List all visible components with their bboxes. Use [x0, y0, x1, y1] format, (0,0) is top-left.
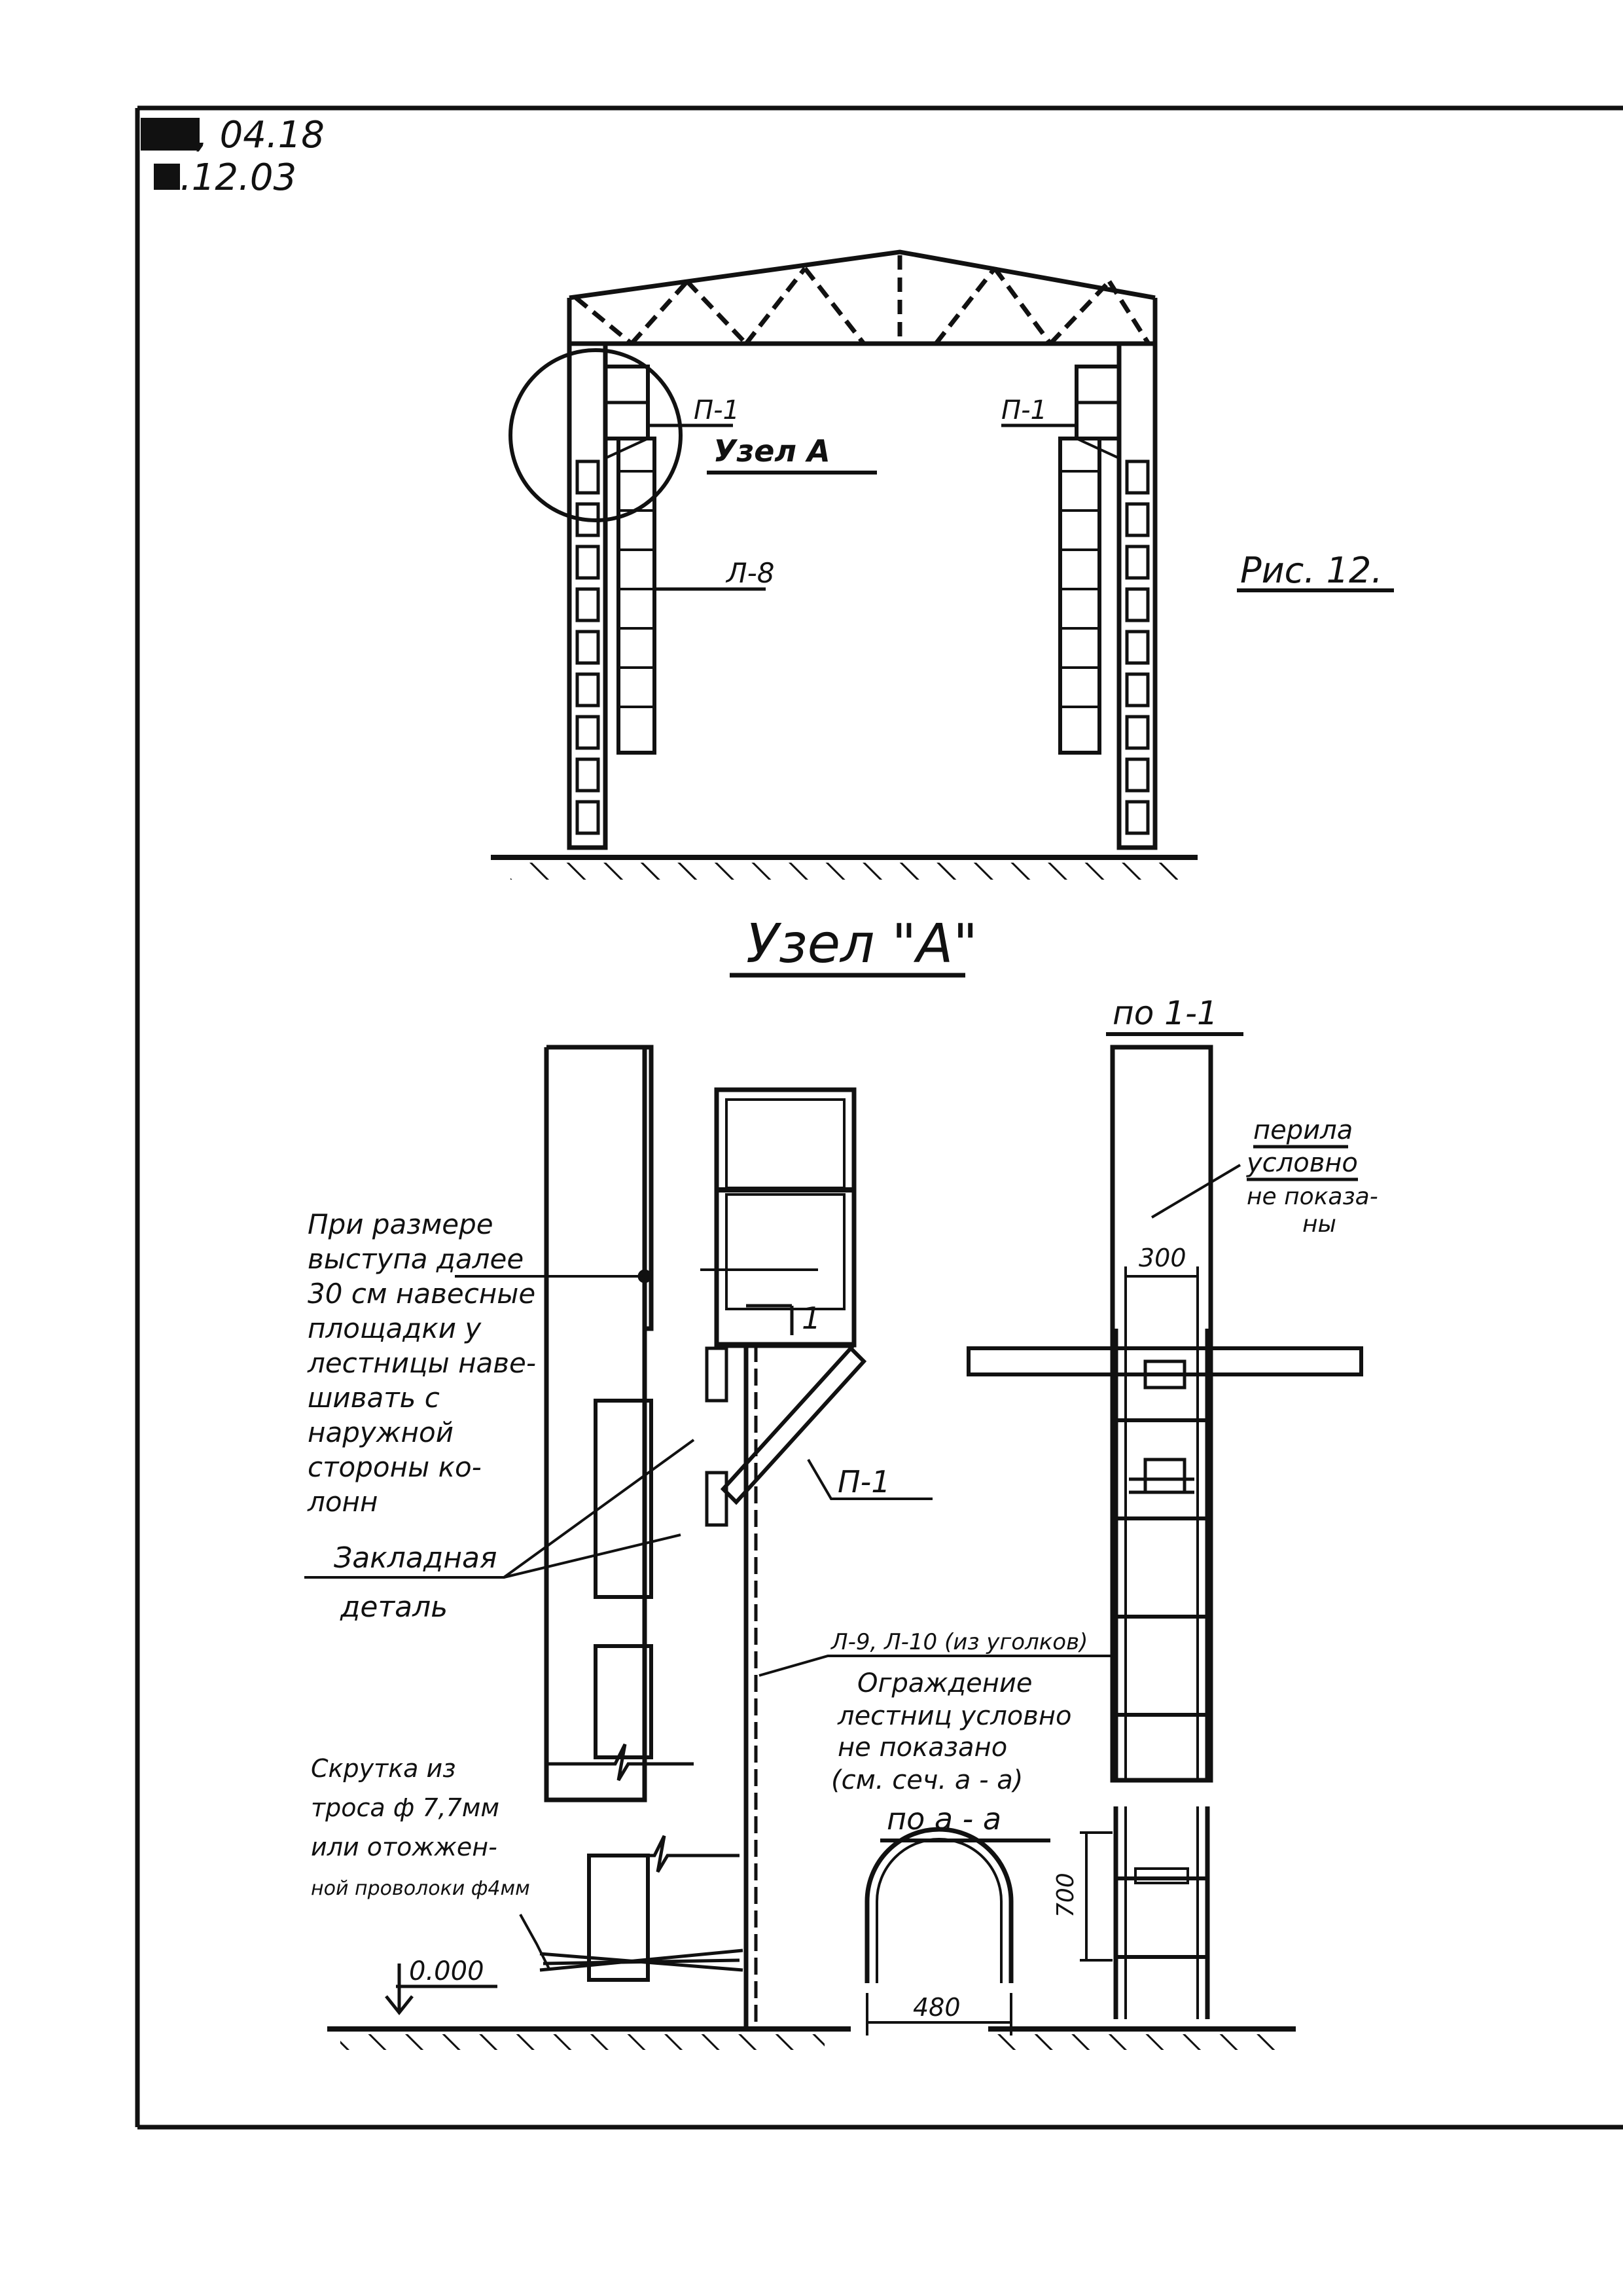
railing-note-line: ны [1302, 1211, 1336, 1238]
guard-note-line: Ограждение [857, 1668, 1032, 1698]
platform-brace [720, 1345, 867, 1505]
detail-ground-hatch [340, 2034, 825, 2050]
twist-note-line: или отожжен- [311, 1833, 497, 1861]
left-column [567, 341, 608, 850]
column-break-line [546, 1743, 694, 1782]
guard-hoop [865, 1827, 1014, 1983]
platform-label-right: П-1 [1001, 395, 1047, 425]
elevation-label: 0.000 [409, 1956, 484, 1986]
section-ground-hatch [995, 2034, 1283, 2050]
railing-note-line: не показа- [1247, 1183, 1378, 1210]
node-a-label: Узел А [713, 433, 830, 469]
railing-note-line: условно [1246, 1148, 1358, 1178]
railing-note: перила условно не показа- ны [1246, 1115, 1378, 1238]
column-opening-3 [587, 1854, 650, 1982]
projection-note-line: выступа далее [308, 1243, 524, 1275]
section-aa [865, 1806, 1296, 2050]
projection-note-line: площадки у [308, 1312, 482, 1344]
projection-note-line: стороны ко- [308, 1451, 482, 1483]
twist-note-line: Скрутка из [311, 1754, 455, 1783]
column-opening-2 [594, 1644, 653, 1759]
frame-elevation [491, 249, 1198, 880]
stamp-smudge-2 [154, 164, 180, 190]
projection-note-line: лонн [307, 1486, 378, 1518]
side-column [1110, 1045, 1213, 1783]
stamp-line-2: .12.03 [180, 156, 296, 199]
railing-note-line: перила [1253, 1115, 1353, 1145]
right-column-openings [1125, 459, 1150, 835]
side-beam [967, 1346, 1363, 1376]
stamp-line-1: , 04.18 [196, 114, 325, 156]
projection-note-line: лестницы наве- [307, 1347, 536, 1379]
left-column-openings [575, 459, 600, 835]
guard-note: Ограждение лестниц условно не показано (… [831, 1668, 1071, 1795]
embedded-part-label: деталь [340, 1590, 448, 1624]
section-dim-width: 480 [913, 1993, 961, 2022]
side-view-title: по 1-1 [1113, 994, 1218, 1032]
rope-twist [539, 1948, 743, 1972]
projection-note-line: 30 см навесные [308, 1278, 535, 1310]
node-a-detail [304, 1045, 1113, 2050]
ladder-types-label: Л-9, Л-10 (из уголков) [830, 1629, 1088, 1655]
guard-note-line: не показано [838, 1732, 1007, 1763]
right-column [1116, 341, 1158, 850]
left-ladder [616, 437, 656, 755]
embedded-plate-2 [705, 1471, 728, 1527]
sheet-frame [135, 105, 1623, 2130]
projection-note-line: наружной [308, 1416, 454, 1448]
guard-note-line: (см. сеч. а - а) [831, 1765, 1023, 1795]
guard-note-line: лестниц условно [837, 1701, 1071, 1731]
platform-p1-label: П-1 [838, 1464, 890, 1499]
projection-note: При размере выступа далее 30 см навесные… [307, 1208, 536, 1518]
stamp-smudge-1 [141, 118, 200, 151]
roof-truss-top-chord [569, 249, 1156, 300]
section-mark-1: 1 [802, 1300, 821, 1336]
roof-truss-web [574, 255, 1150, 346]
projection-note-line: При размере [308, 1208, 493, 1240]
figure-label: Рис. 12. [1240, 550, 1383, 591]
twist-note-line: ной проволоки ф4мм [311, 1877, 530, 1900]
right-ladder [1058, 437, 1101, 755]
side-dim-width: 300 [1139, 1244, 1186, 1272]
projection-note-line: шивать с [308, 1382, 440, 1414]
twist-note-line: троса ф 7,7мм [311, 1793, 499, 1822]
section-dim-height: 700 [1052, 1873, 1079, 1918]
detail-column [544, 1045, 654, 1803]
ground-hatch [510, 863, 1178, 880]
side-ladder-rungs [1116, 1418, 1207, 1717]
detail-title: Узел "А" [746, 913, 978, 975]
node-a-callout-circle [508, 348, 683, 522]
twist-note: Скрутка из троса ф 7,7мм или отожжен- но… [311, 1754, 530, 1900]
side-view [967, 1045, 1363, 1783]
embedded-plate-1 [705, 1346, 728, 1403]
platform-label-left: П-1 [694, 395, 740, 425]
ladder-label: Л-8 [725, 557, 774, 589]
embedded-part-label: Закладная [334, 1541, 497, 1575]
column-opening-1 [594, 1399, 653, 1599]
